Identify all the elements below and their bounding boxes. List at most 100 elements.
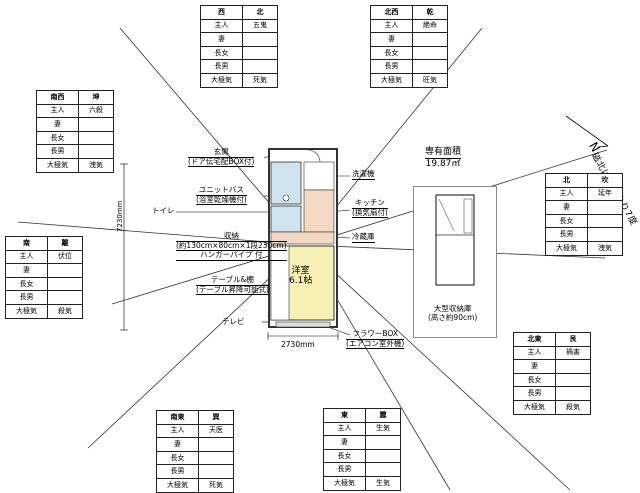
table-cell xyxy=(555,359,591,374)
table-cell: 主人 xyxy=(36,103,79,119)
table-row: 長男 xyxy=(5,290,83,305)
table-row: 主人生気 xyxy=(323,421,401,437)
balcony-strip xyxy=(275,321,331,328)
table-cell: 長女 xyxy=(36,130,79,146)
table-header-row: 南西坤 xyxy=(36,90,114,105)
table-cell: 長男 xyxy=(156,464,199,479)
table-cell: 長女 xyxy=(200,45,243,61)
table-cell: 妻 xyxy=(545,200,588,215)
table-header-row: 北坎 xyxy=(545,173,623,188)
table-row: 妻 xyxy=(545,200,623,215)
table-cell: 洩気 xyxy=(78,157,114,173)
direction-table-west: 南離 主人伏位 妻 長女 長男 大極気殺気 xyxy=(5,236,83,319)
table-cell: 主人 xyxy=(200,18,243,34)
table-row: 長女 xyxy=(545,213,623,229)
direction-table-north-northeast: 北西乾 主人絶命 妻 長女 長男 大極気旺気 xyxy=(370,5,448,88)
loft-label: 大型収納庫(高さ約90cm) xyxy=(428,304,478,322)
table-row: 大極気旺気 xyxy=(370,72,448,88)
table-cell: 南西 xyxy=(36,90,79,105)
table-cell: 主人 xyxy=(156,423,199,439)
table-cell xyxy=(555,372,591,388)
table-row: 主人五鬼 xyxy=(200,18,278,34)
table-cell xyxy=(587,227,623,242)
table-cell: 洩気 xyxy=(587,240,623,256)
direction-table-south-southwest: 南東巽 主人天医 妻 長女 長男 大極気死気 xyxy=(156,410,234,493)
tv-label: テレビ xyxy=(222,317,245,326)
floor-plan xyxy=(268,148,338,328)
table-cell xyxy=(78,130,114,146)
direction-table-east: 北坎 主人延年 妻 長女 長男 大極気洩気 xyxy=(545,173,623,256)
table-cell: 主人 xyxy=(323,421,366,437)
washroom-area xyxy=(270,205,302,233)
hall-area xyxy=(270,231,335,245)
table-row: 大極気殺気 xyxy=(513,399,591,415)
table-cell: 大極気 xyxy=(156,477,199,493)
table-row: 長女 xyxy=(323,448,401,464)
table-cell xyxy=(365,462,401,477)
table-cell: 禍害 xyxy=(555,345,591,361)
table-cell: 南 xyxy=(5,236,48,251)
table-cell: 主人 xyxy=(545,186,588,202)
table-row: 妻 xyxy=(370,32,448,47)
door-swing xyxy=(307,149,321,163)
table-row: 主人天医 xyxy=(156,423,234,439)
table-cell xyxy=(412,45,448,61)
table-header-row: 北東艮 xyxy=(513,332,591,347)
table-cell xyxy=(47,263,83,278)
table-row: 大極気死気 xyxy=(200,72,278,88)
kitchen-area xyxy=(303,189,335,233)
table-cell: 六殺 xyxy=(78,103,114,119)
table-row: 長女 xyxy=(156,450,234,466)
table-cell: 長女 xyxy=(156,450,199,466)
table-cell: 主人 xyxy=(370,18,413,34)
table-cell: 北 xyxy=(242,5,278,20)
table-cell: 死気 xyxy=(242,72,278,88)
table-cell: 長男 xyxy=(370,59,413,74)
entrance-label: 玄関(ドア伝宅配BOX付) xyxy=(188,147,255,168)
table-row: 妻 xyxy=(156,437,234,452)
table-cell: 長男 xyxy=(323,462,366,477)
table-cell: 長女 xyxy=(545,213,588,229)
loft-plan xyxy=(435,194,475,286)
table-cell: 大極気 xyxy=(5,303,48,319)
table-cell: 妻 xyxy=(156,437,199,452)
table-cell xyxy=(198,450,234,466)
width-dimension-label: 2730mm xyxy=(281,340,315,349)
table-cell xyxy=(365,435,401,450)
toilet-symbol xyxy=(282,194,290,202)
flower-box-label: フラワーBOX(エアコン室外機) xyxy=(346,329,405,350)
washer-label: 洗濯機 xyxy=(352,169,375,180)
table-cell: 艮 xyxy=(555,332,591,347)
table-row: 長男 xyxy=(370,59,448,74)
table-cell: 長男 xyxy=(5,290,48,305)
table-cell: 大極気 xyxy=(200,72,243,88)
table-row: 長男 xyxy=(545,227,623,242)
table-row: 長女 xyxy=(36,130,114,146)
table-cell: 殺気 xyxy=(47,303,83,319)
table-cell xyxy=(587,200,623,215)
table-row: 長女 xyxy=(200,45,278,61)
table-cell: 長女 xyxy=(323,448,366,464)
direction-table-northwest: 南西坤 主人六殺 妻 長女 長男 大極気洩気 xyxy=(36,90,114,173)
table-cell: 天医 xyxy=(198,423,234,439)
table-cell xyxy=(412,59,448,74)
table-cell: 長女 xyxy=(513,372,556,388)
table-cell: 長女 xyxy=(5,276,48,292)
table-row: 長女 xyxy=(370,45,448,61)
table-row: 長男 xyxy=(513,386,591,401)
table-cell: 南東 xyxy=(156,410,199,425)
table-cell xyxy=(78,144,114,159)
storage-label: 収納(約130cm×80cm×1段230cm)ハンガーパイプ 付 xyxy=(176,231,287,261)
table-row: 大極気洩気 xyxy=(545,240,623,256)
table-cell: 乾 xyxy=(412,5,448,20)
table-row: 主人禍害 xyxy=(513,345,591,361)
table-header-row: 南離 xyxy=(5,236,83,251)
table-cell: 妻 xyxy=(5,263,48,278)
table-cell: 東 xyxy=(323,408,366,423)
table-cell: 離 xyxy=(47,236,83,251)
ray-line xyxy=(304,244,571,491)
table-cell: 大極気 xyxy=(323,475,366,491)
table-cell: 妻 xyxy=(370,32,413,47)
table-row: 主人伏位 xyxy=(5,249,83,265)
table-cell: 妻 xyxy=(200,32,243,47)
